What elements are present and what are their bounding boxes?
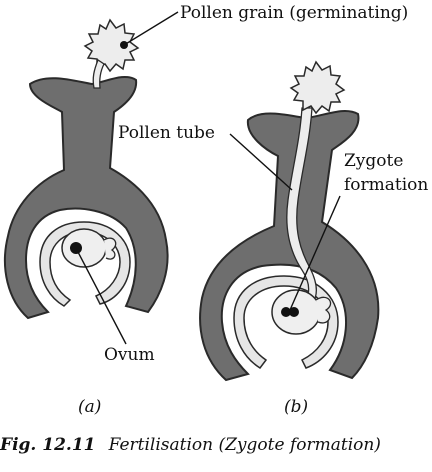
- pollen-tube-stub-a: [92, 59, 105, 89]
- pollen-spikes-b: [289, 60, 346, 115]
- leader-zygote: [289, 195, 341, 311]
- label-zygote-1: Zygote: [344, 151, 403, 171]
- pollen-grain-a: [83, 18, 140, 89]
- pistil-a: [4, 18, 169, 320]
- subfigure-label-a: (a): [78, 397, 101, 417]
- label-ovum: Ovum: [104, 345, 155, 365]
- pollen-spikes-a: [83, 18, 140, 73]
- leader-ovum: [77, 251, 127, 345]
- caption-text: Fertilisation (Zygote formation): [108, 435, 381, 455]
- ovule-a: [61, 228, 107, 268]
- leader-pollen-tube: [229, 133, 293, 191]
- ovule-lobes-a: [103, 237, 117, 260]
- pistil-a-body: [4, 75, 169, 320]
- zygote-nucleus-2: [289, 307, 299, 317]
- ovary-cavity-a: [39, 221, 131, 307]
- ovule-lobes-b: [315, 296, 332, 324]
- ovary-cavity-b: [233, 275, 339, 370]
- label-pollen-grain: Pollen grain (germinating): [180, 3, 408, 23]
- ovum-nucleus-a: [70, 242, 82, 254]
- label-pollen-tube: Pollen tube: [118, 123, 215, 143]
- figure-caption: Fig. 12.11 Fertilisation (Zygote formati…: [0, 435, 381, 455]
- pistil-b-body: [199, 109, 380, 382]
- subfigure-label-b: (b): [284, 397, 308, 417]
- pistil-b: [199, 60, 380, 382]
- leader-lines: [77, 11, 341, 345]
- leader-pollen-grain: [123, 11, 179, 46]
- label-zygote-2: formation: [344, 175, 428, 195]
- pollen-grain-b: [289, 60, 346, 115]
- caption-number: Fig. 12.11: [0, 435, 95, 455]
- zygote-nucleus-1: [281, 307, 291, 317]
